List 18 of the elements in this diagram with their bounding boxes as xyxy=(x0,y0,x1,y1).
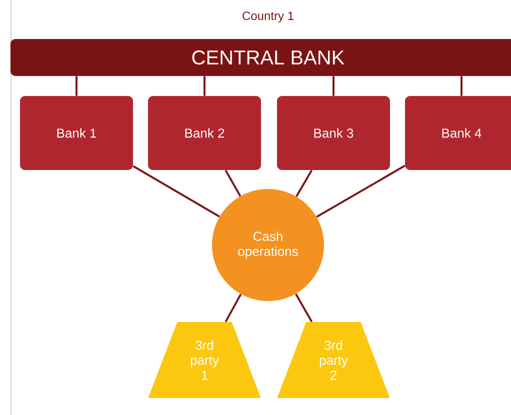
connector-line xyxy=(132,165,220,218)
bank-box: Bank 4 xyxy=(405,96,511,170)
connector-line xyxy=(332,76,334,96)
central-bank-bar: CENTRAL BANK xyxy=(10,39,511,76)
bank-box: Bank 2 xyxy=(148,96,261,170)
connector-line xyxy=(224,170,242,197)
third-party-trapezoid: 3rd party 1 xyxy=(148,322,261,398)
third-party-trapezoid: 3rd party 2 xyxy=(277,322,390,398)
connector-line xyxy=(294,293,313,322)
connector-line xyxy=(76,76,78,96)
title: Country 1 xyxy=(242,12,294,22)
connector-line xyxy=(316,164,406,218)
connector-line xyxy=(296,170,313,197)
bank-box: Bank 1 xyxy=(20,96,133,170)
connector-line xyxy=(460,76,462,96)
bank-box: Bank 3 xyxy=(277,96,390,170)
connector-line xyxy=(224,294,242,322)
connector-line xyxy=(204,76,206,96)
